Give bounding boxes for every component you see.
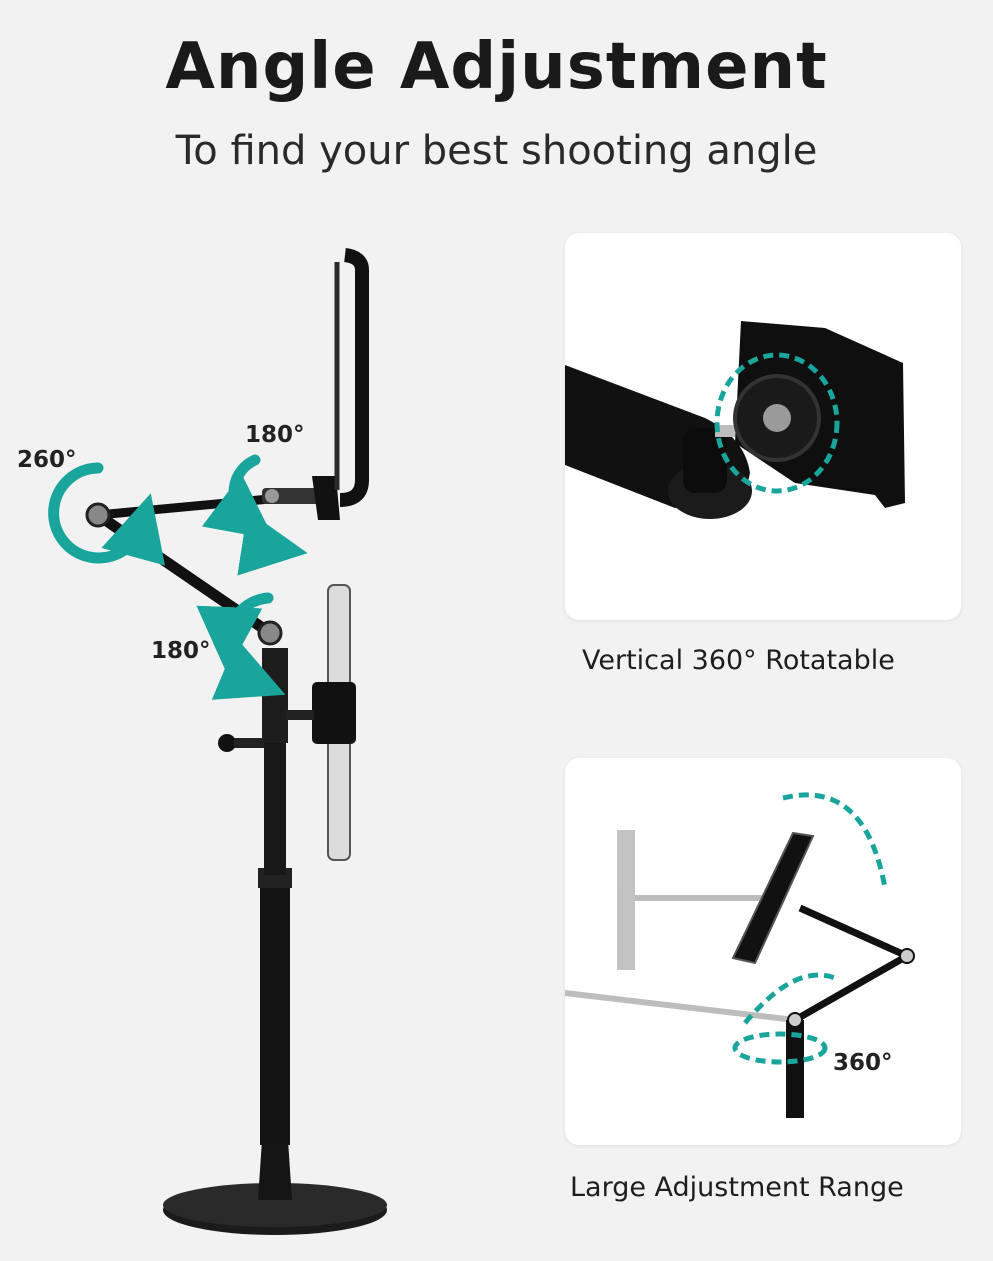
clamp-closeup-image [565, 321, 905, 519]
range-illustration-image [564, 792, 915, 1118]
panel-caption-vertical-rotatable: Vertical 360° Rotatable [582, 645, 895, 676]
angle-label-elbow: 260° [17, 447, 77, 473]
ring-light [339, 248, 369, 507]
arm-upper [93, 493, 285, 520]
angle-label-upper: 180° [245, 422, 305, 448]
page-subtitle: To find your best shooting angle [175, 128, 818, 174]
arm-lower [92, 509, 276, 639]
stand-illustration [48, 248, 387, 1235]
range-detail-panel [564, 758, 961, 1145]
page-title: Angle Adjustment [165, 30, 828, 104]
angle-label-lower: 180° [151, 638, 211, 664]
panel-caption-adjustment-range: Large Adjustment Range [570, 1172, 904, 1203]
rotation-arrows [48, 454, 308, 700]
rotation-detail-panel [565, 233, 961, 620]
stand-pole [260, 880, 290, 1145]
rotation-label-360: 360° [833, 1050, 893, 1076]
